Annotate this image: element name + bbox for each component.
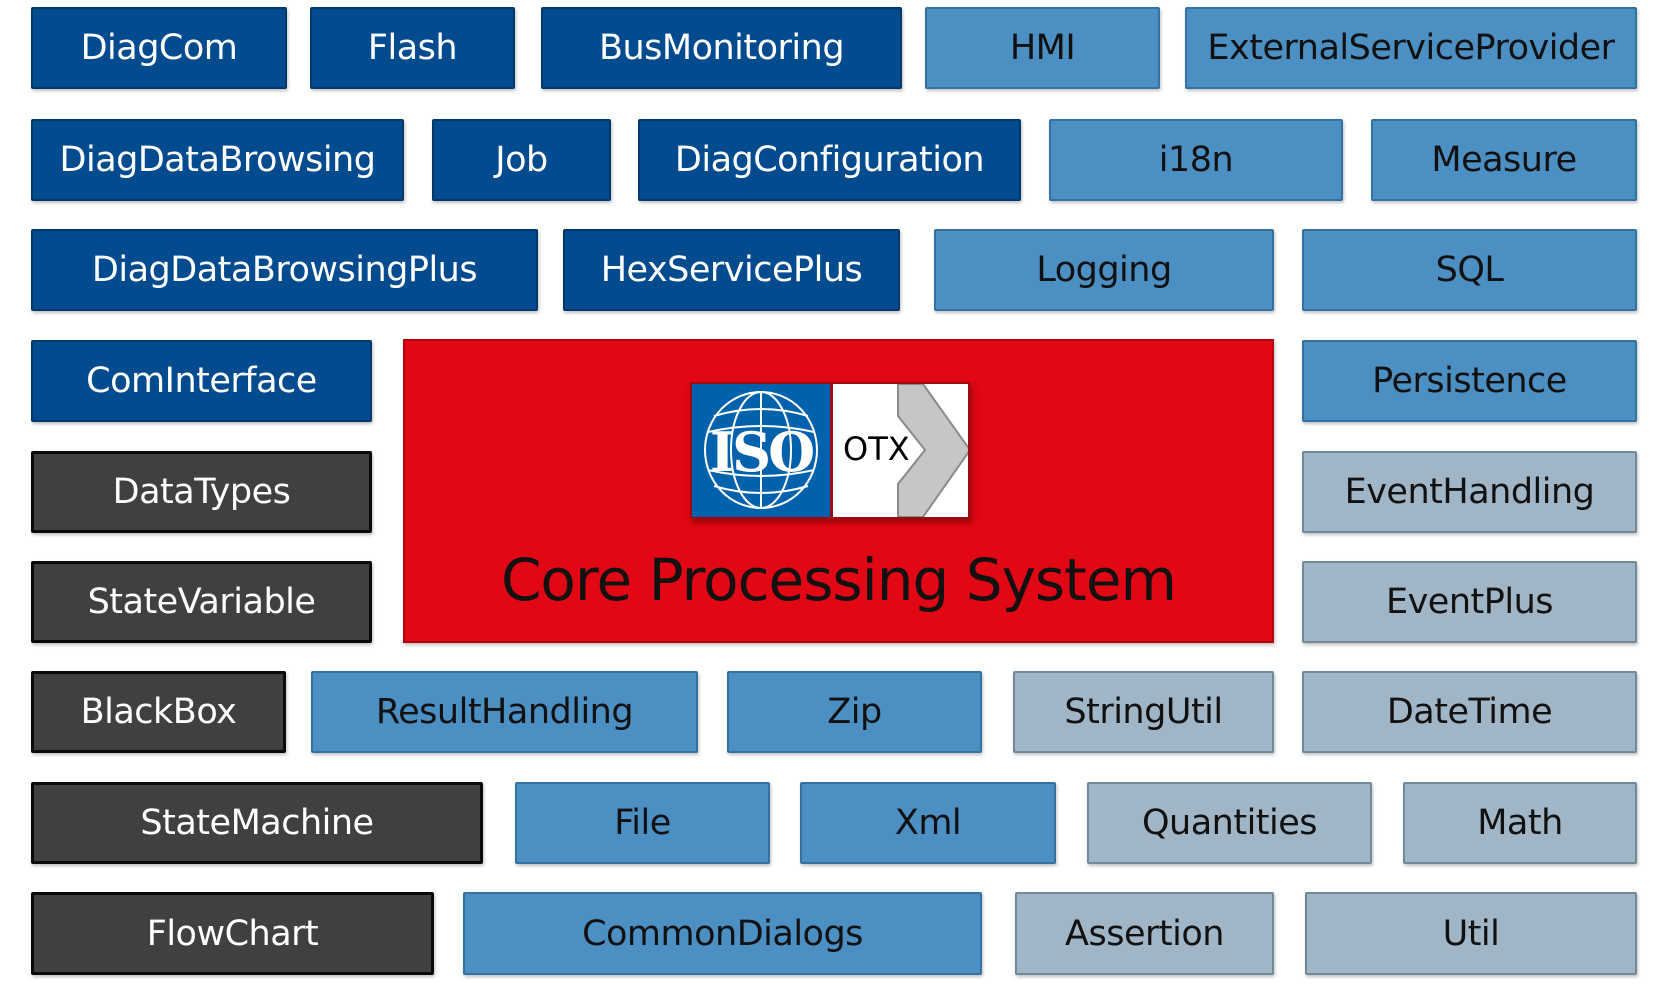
module-persistence: Persistence xyxy=(1302,340,1637,422)
module-label: DateTime xyxy=(1386,692,1553,732)
module-label: StringUtil xyxy=(1064,692,1223,732)
module-label: Measure xyxy=(1431,140,1577,180)
module-flowchart: FlowChart xyxy=(31,892,434,975)
module-label: BusMonitoring xyxy=(598,28,845,68)
module-label: Job xyxy=(495,140,548,180)
module-util: Util xyxy=(1305,892,1637,975)
module-label: HexServicePlus xyxy=(600,250,863,290)
module-diagdatabrowsingplus: DiagDataBrowsingPlus xyxy=(31,229,538,311)
module-zip: Zip xyxy=(727,671,982,753)
module-label: Persistence xyxy=(1372,361,1567,401)
module-label: EventHandling xyxy=(1344,472,1595,512)
module-label: ResultHandling xyxy=(375,692,634,732)
module-blackbox: BlackBox xyxy=(31,671,286,753)
module-job: Job xyxy=(432,119,611,201)
iso-text: ISO xyxy=(709,420,815,484)
module-label: Flash xyxy=(367,28,458,68)
module-i18n: i18n xyxy=(1049,119,1343,201)
module-diagcom: DiagCom xyxy=(31,7,287,89)
module-statevariable: StateVariable xyxy=(31,561,372,643)
module-eventplus: EventPlus xyxy=(1302,561,1637,643)
module-label: Logging xyxy=(1036,250,1172,290)
module-label: DiagCom xyxy=(80,28,238,68)
module-label: BlackBox xyxy=(80,692,237,732)
module-xml: Xml xyxy=(800,782,1056,864)
module-label: ExternalServiceProvider xyxy=(1207,28,1615,68)
module-diagdatabrowsing: DiagDataBrowsing xyxy=(31,119,404,201)
module-label: DiagConfiguration xyxy=(674,140,985,180)
module-sql: SQL xyxy=(1302,229,1637,311)
module-stringutil: StringUtil xyxy=(1013,671,1274,753)
module-label: File xyxy=(614,803,671,843)
globe-icon xyxy=(704,391,818,509)
module-hmi: HMI xyxy=(925,7,1160,89)
iso-logo: ISO xyxy=(692,384,830,517)
core-processing-system: ISO OTX Core Processing System xyxy=(403,339,1274,643)
module-resulthandling: ResultHandling xyxy=(311,671,698,753)
module-label: SQL xyxy=(1435,250,1504,290)
module-label: i18n xyxy=(1158,140,1234,180)
core-title: Core Processing System xyxy=(500,546,1177,614)
module-label: Quantities xyxy=(1141,803,1318,843)
module-hexserviceplus: HexServicePlus xyxy=(563,229,900,311)
module-diagconfiguration: DiagConfiguration xyxy=(638,119,1021,201)
module-label: StateMachine xyxy=(140,803,374,843)
iso-otx-logo: ISO OTX xyxy=(690,382,970,519)
module-label: Xml xyxy=(894,803,962,843)
module-externalserviceprovider: ExternalServiceProvider xyxy=(1185,7,1637,89)
module-measure: Measure xyxy=(1371,119,1637,201)
module-logging: Logging xyxy=(934,229,1274,311)
otx-text: OTX xyxy=(843,430,910,468)
module-busmonitoring: BusMonitoring xyxy=(541,7,902,89)
module-datatypes: DataTypes xyxy=(31,451,372,533)
module-math: Math xyxy=(1403,782,1637,864)
otx-logo: OTX xyxy=(833,384,968,517)
module-label: Util xyxy=(1442,913,1500,954)
module-eventhandling: EventHandling xyxy=(1302,451,1637,533)
module-label: StateVariable xyxy=(87,582,316,622)
module-datetime: DateTime xyxy=(1302,671,1637,753)
module-commondialogs: CommonDialogs xyxy=(463,892,982,975)
module-label: DiagDataBrowsing xyxy=(59,140,376,180)
module-label: Assertion xyxy=(1065,913,1224,954)
module-flash: Flash xyxy=(310,7,515,89)
chevron-right-icon xyxy=(897,384,968,517)
module-label: Math xyxy=(1477,803,1563,843)
module-assertion: Assertion xyxy=(1015,892,1274,975)
module-quantities: Quantities xyxy=(1087,782,1372,864)
module-label: ComInterface xyxy=(86,361,317,401)
module-statemachine: StateMachine xyxy=(31,782,483,864)
module-label: DataTypes xyxy=(112,472,291,512)
module-label: Zip xyxy=(827,692,882,732)
module-label: HMI xyxy=(1009,28,1076,68)
module-label: FlowChart xyxy=(146,913,319,954)
module-file: File xyxy=(515,782,770,864)
module-label: DiagDataBrowsingPlus xyxy=(91,250,478,290)
module-label: EventPlus xyxy=(1385,582,1554,622)
module-cominterface: ComInterface xyxy=(31,340,372,422)
module-label: CommonDialogs xyxy=(582,913,863,954)
